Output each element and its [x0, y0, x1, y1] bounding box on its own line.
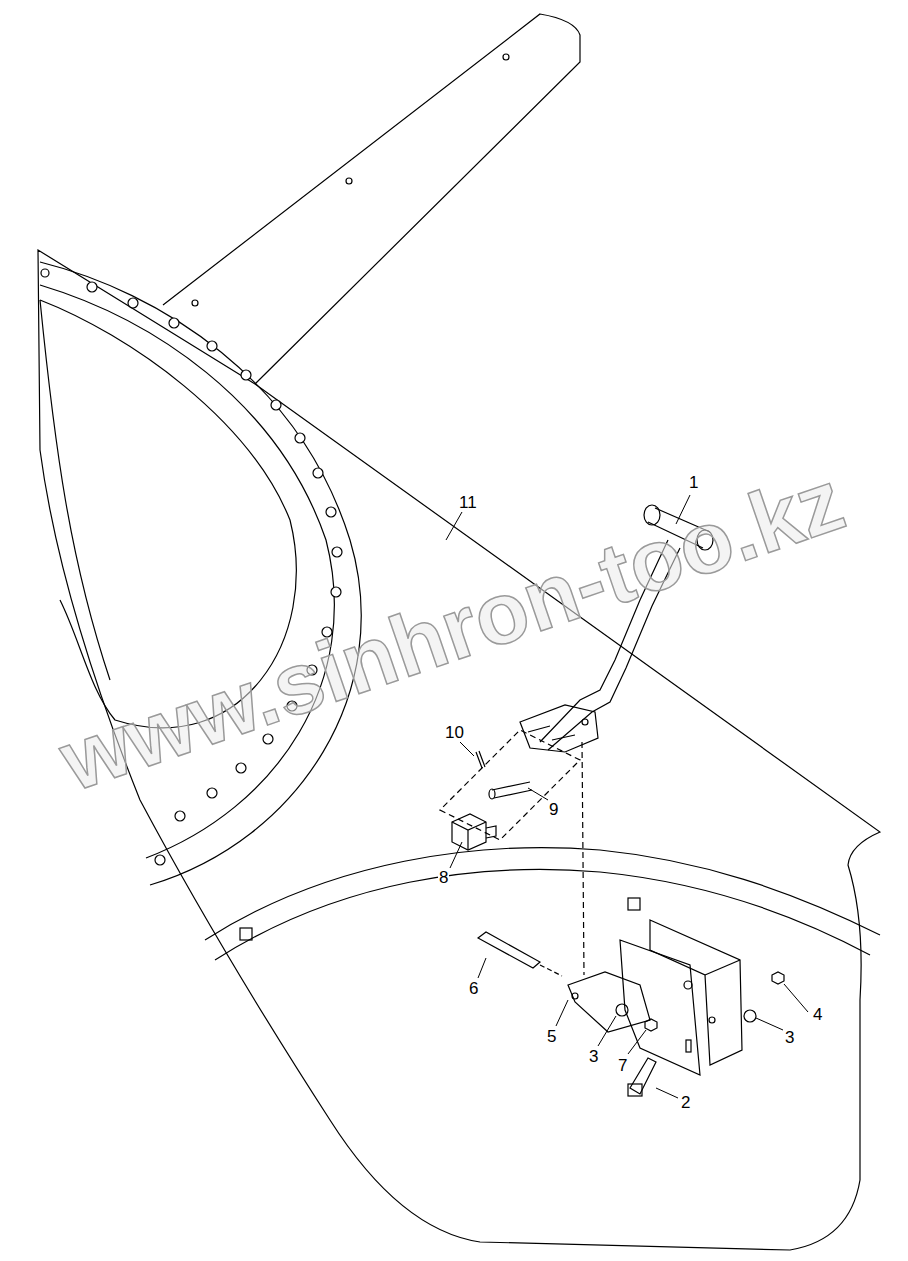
watermark: www.sinhron-too.kz [50, 456, 853, 805]
callout-number: 5 [546, 1028, 557, 1045]
callout-number: 7 [617, 1057, 628, 1074]
callout-number: 3 [588, 1048, 599, 1065]
callout-number: 4 [812, 1006, 823, 1023]
callout-number: 2 [680, 1094, 691, 1111]
callout-number: 10 [444, 724, 465, 741]
callout-number: 3 [784, 1029, 795, 1046]
callout-number: 8 [438, 869, 449, 886]
callout-number: 6 [468, 980, 479, 997]
callout-number: 9 [548, 801, 559, 818]
callout-number: 1 [688, 474, 699, 491]
callout-number: 11 [458, 494, 478, 511]
